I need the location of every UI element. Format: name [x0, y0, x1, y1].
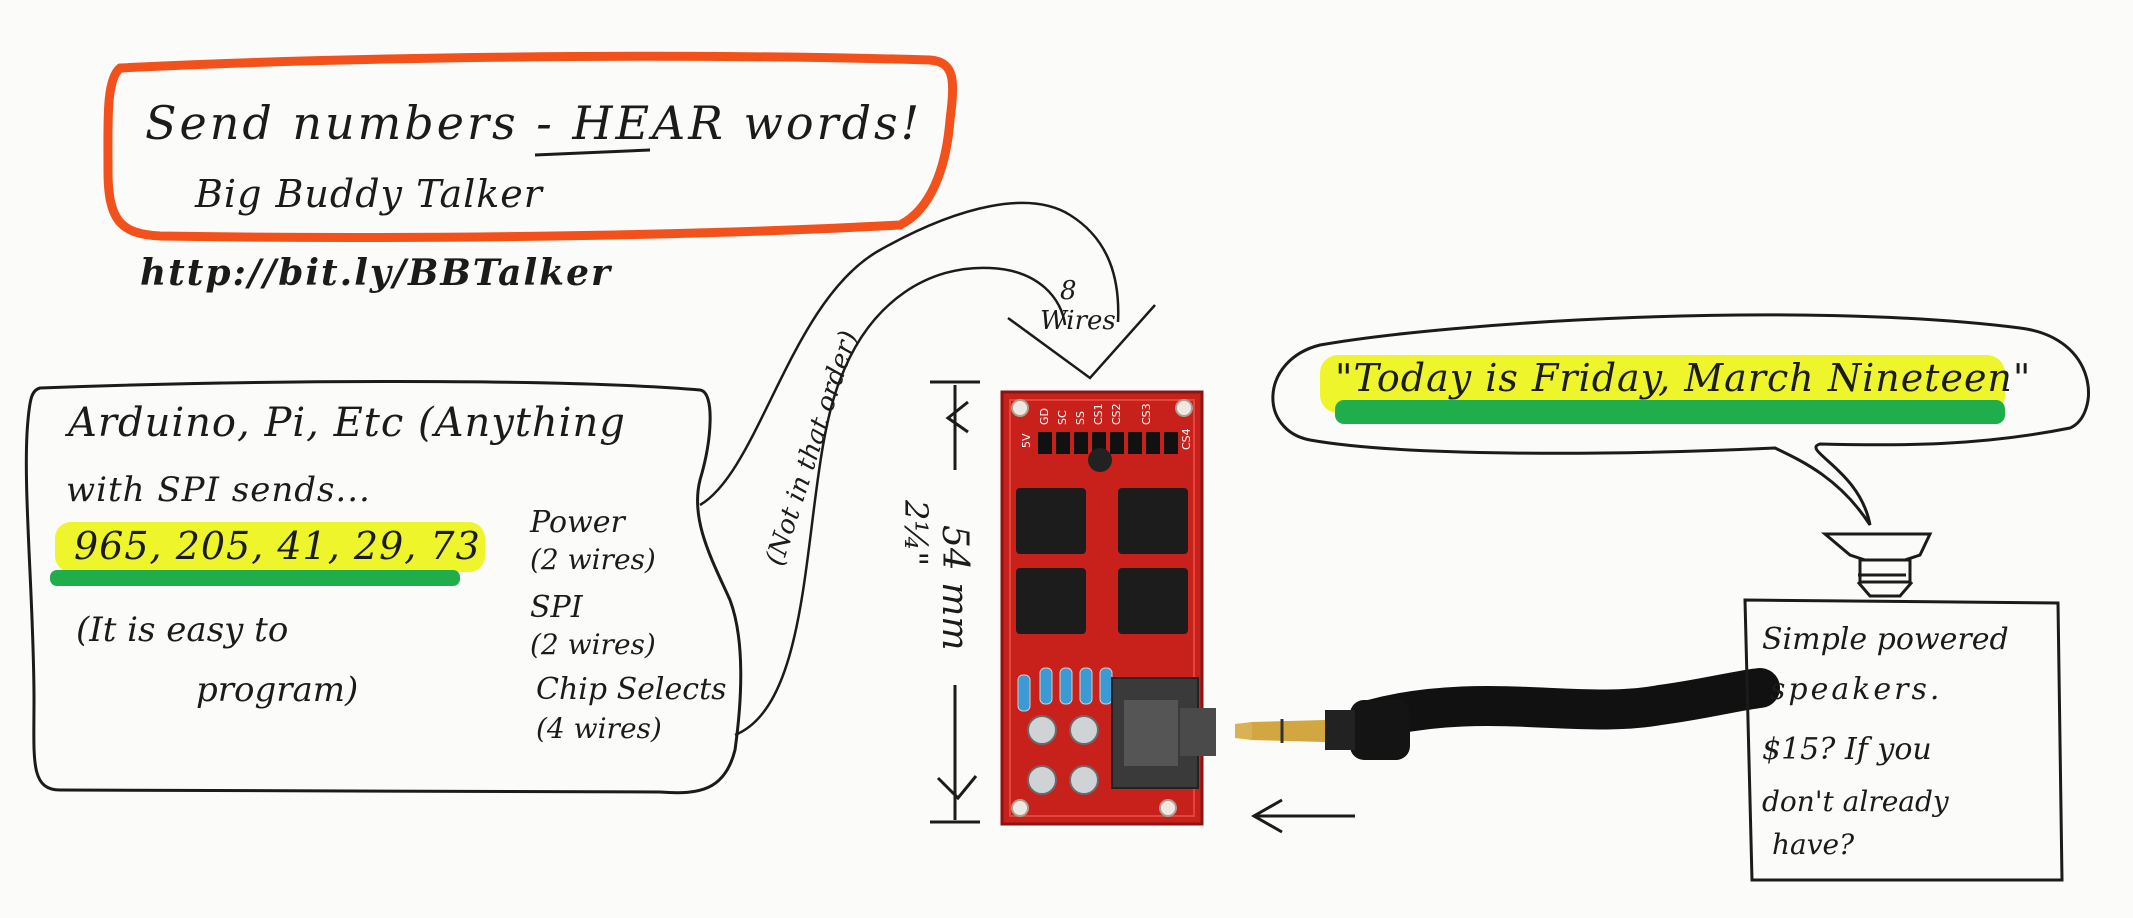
title-box-border	[103, 51, 958, 243]
pin-label: CS4	[1180, 428, 1193, 450]
speakers-line-4: don't already	[1762, 785, 1949, 818]
wire-curve-inner	[734, 266, 1067, 737]
numbers-highlight-yellow	[55, 522, 485, 572]
audio-cable	[1235, 668, 1780, 760]
easy-note-line-2: program)	[196, 670, 359, 710]
dimension-inches: 2¼"	[897, 500, 935, 567]
pin-label: CS2	[1110, 403, 1123, 425]
numbers-highlight-green	[50, 570, 460, 586]
example-numbers: 965, 205, 41, 29, 73	[74, 524, 481, 568]
quote-highlight-green	[1335, 400, 2005, 424]
product-name: Big Buddy Talker	[195, 172, 543, 216]
spi-wires-label: (2 wires)	[530, 628, 656, 661]
power-wires-label: (2 wires)	[530, 543, 656, 576]
speaker-icon	[1820, 532, 1933, 598]
pin-label: SS	[1074, 411, 1087, 425]
dimension-mm: 54 mm	[934, 525, 975, 651]
hear-underline	[534, 148, 651, 157]
chip-selects-label: Chip Selects	[536, 672, 727, 707]
pin-label: CS3	[1140, 403, 1153, 425]
chip-selects-wires-label: (4 wires)	[536, 712, 662, 745]
headline: Send numbers - HEAR words!	[145, 96, 923, 150]
pin-label: GD	[1038, 408, 1051, 425]
pin-label: SC	[1056, 410, 1069, 425]
talker-board	[1000, 390, 1216, 826]
pin-label: CS1	[1092, 403, 1105, 425]
power-label: Power	[530, 505, 625, 540]
product-url: http://bit.ly/BBTalker	[140, 252, 612, 294]
controller-box-border	[24, 380, 743, 795]
speakers-line-3: $15? If you	[1762, 732, 1932, 767]
spi-label: SPI	[530, 590, 583, 625]
speech-bubble-outline	[1271, 313, 2090, 526]
speakers-line-2: speakers.	[1770, 672, 1943, 707]
wire-curve-outer	[699, 201, 1120, 507]
controller-line-1: Arduino, Pi, Etc (Anything	[68, 400, 626, 446]
easy-note-line-1: (It is easy to	[76, 610, 289, 650]
speakers-line-1: Simple powered	[1762, 622, 2009, 657]
speakers-line-5: have?	[1772, 828, 1855, 861]
return-arrow	[1250, 798, 1355, 834]
wires-arrowhead	[1007, 304, 1156, 380]
controller-line-2: with SPI sends...	[66, 470, 371, 510]
wires-count: 8	[1060, 276, 1077, 306]
quote-highlight-yellow	[1320, 355, 2005, 413]
dimension-marker	[930, 380, 980, 824]
pin-label: 5V	[1020, 433, 1033, 448]
board-pin-labels: 5V GD SC SS CS1 CS2 CS3 CS4	[1020, 403, 1193, 450]
wires-word: Wires	[1040, 306, 1116, 336]
speakers-box-border	[1743, 598, 2064, 882]
spoken-quote: "Today is Friday, March Nineteen"	[1335, 356, 2032, 400]
